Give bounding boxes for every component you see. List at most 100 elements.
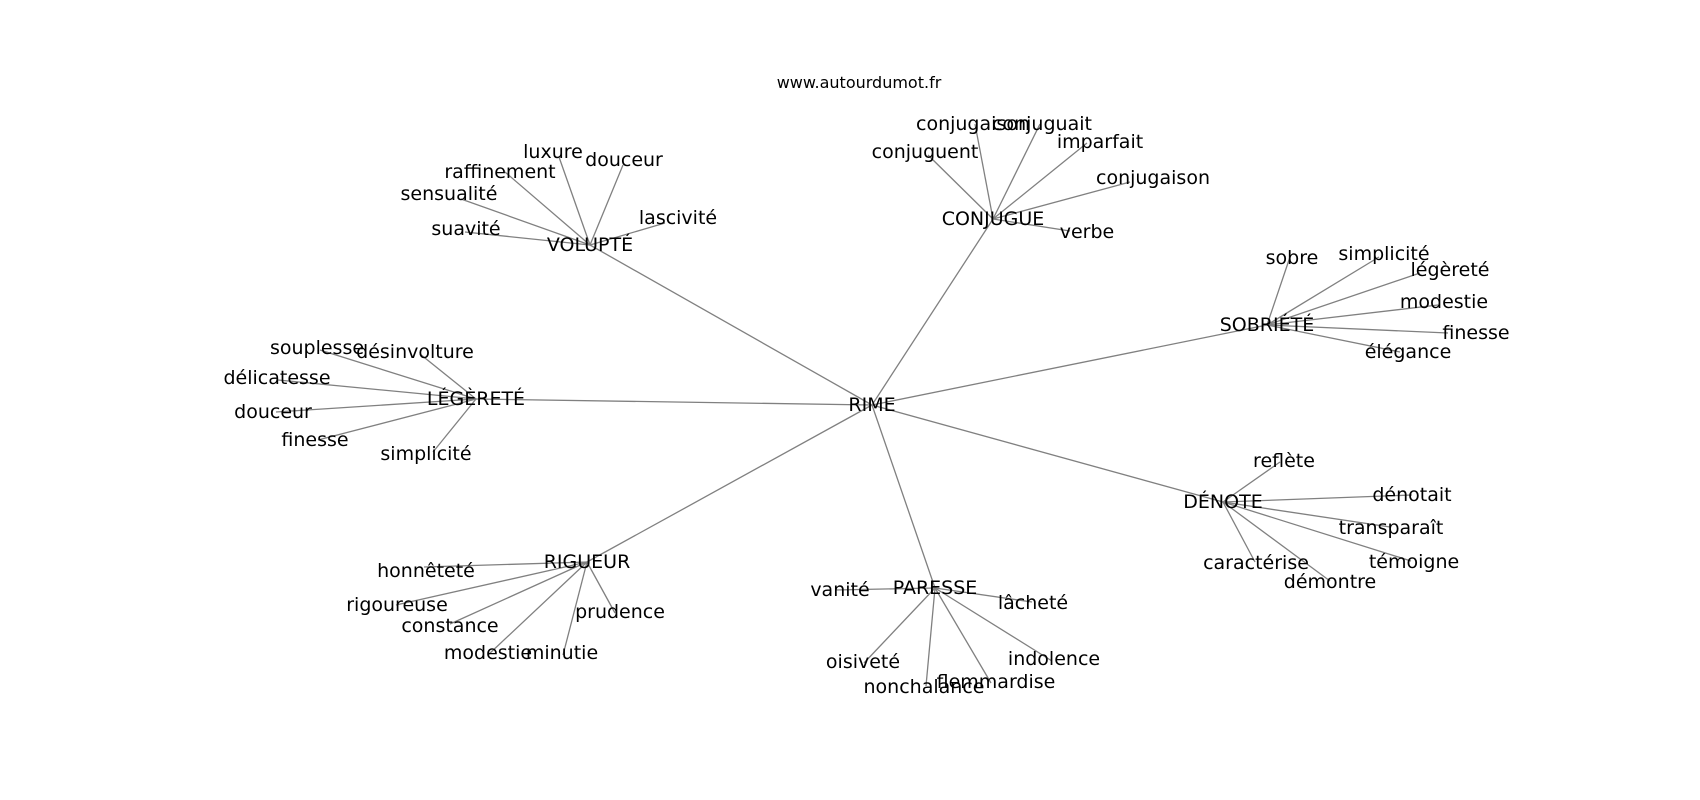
word-node-caracterise: caractérise bbox=[1203, 552, 1309, 574]
word-node-simplicite: simplicité bbox=[1338, 243, 1429, 265]
edge-conjugue-conjugaison bbox=[974, 123, 994, 220]
edge-denote-temoigne bbox=[1222, 501, 1412, 562]
hub-node-legerete: LÉGÈRETÉ bbox=[427, 387, 525, 410]
word-node-finesse: finesse bbox=[281, 429, 348, 451]
edge-volupte-sensualite bbox=[460, 198, 591, 246]
word-node-delicatesse: délicatesse bbox=[223, 367, 330, 389]
word-node-modestie: modestie bbox=[444, 642, 532, 664]
edge-root-rigueur bbox=[586, 404, 873, 563]
word-node-minutie: minutie bbox=[526, 642, 598, 664]
word-node-finesse: finesse bbox=[1442, 322, 1509, 344]
edge-paresse-nonchalance bbox=[925, 587, 936, 687]
edge-volupte-raffinement bbox=[504, 171, 591, 246]
edge-legerete-delicatesse bbox=[277, 379, 477, 400]
word-node-flemmardise: flemmardise bbox=[937, 671, 1056, 693]
word-node-transparait: transparaît bbox=[1339, 517, 1444, 539]
word-node-constance: constance bbox=[401, 615, 498, 637]
word-node-temoigne: témoigne bbox=[1369, 551, 1459, 573]
word-node-lascivite: lascivité bbox=[639, 207, 717, 229]
edge-root-conjugue bbox=[871, 218, 994, 406]
word-node-rigoureuse: rigoureuse bbox=[346, 594, 448, 616]
edge-legerete-simplicite bbox=[432, 398, 477, 453]
word-node-desinvolture: désinvolture bbox=[356, 341, 474, 363]
hub-node-volupte: VOLUPTÉ bbox=[547, 233, 633, 256]
edge-paresse-flemmardise bbox=[934, 587, 992, 684]
edge-conjugue-verbe bbox=[992, 218, 1071, 232]
edge-conjugue-conjuguent bbox=[927, 154, 994, 220]
word-node-prudence: prudence bbox=[575, 601, 665, 623]
word-node-demontre: démontre bbox=[1284, 571, 1376, 593]
word-node-sensualite: sensualité bbox=[401, 183, 498, 205]
word-node-denotait: dénotait bbox=[1372, 484, 1451, 506]
word-node-sobre: sobre bbox=[1266, 247, 1319, 269]
edge-conjugue-conjuguait bbox=[992, 123, 1041, 220]
hub-node-paresse: PARESSE bbox=[893, 577, 978, 599]
edge-layer bbox=[275, 123, 1449, 687]
edge-sobriete-legerete bbox=[1266, 272, 1421, 326]
edge-legerete-finesse bbox=[317, 398, 477, 441]
word-node-conjugaison: conjugaison bbox=[1096, 167, 1210, 189]
edge-denote-denotait bbox=[1222, 494, 1413, 503]
word-node-oisivete: oisiveté bbox=[826, 651, 900, 673]
edge-paresse-lachete bbox=[934, 587, 1033, 603]
word-node-nonchalance: nonchalance bbox=[864, 676, 985, 698]
edge-root-legerete bbox=[475, 398, 873, 406]
edge-paresse-oisivete bbox=[863, 587, 936, 664]
word-node-luxure: luxure bbox=[523, 141, 583, 163]
word-node-imparfait: imparfait bbox=[1057, 131, 1143, 153]
word-node-honnetete: honnêteté bbox=[377, 560, 475, 582]
word-node-legerete: légèreté bbox=[1411, 259, 1490, 281]
edge-denote-caracterise bbox=[1222, 501, 1256, 563]
edge-sobriete-elegance bbox=[1266, 324, 1401, 353]
word-node-conjuguent: conjuguent bbox=[872, 141, 979, 163]
edge-paresse-indolence bbox=[934, 587, 1053, 662]
edge-rigueur-prudence bbox=[586, 561, 616, 614]
edge-rigueur-rigoureuse bbox=[395, 561, 588, 606]
edge-rigueur-modestie bbox=[487, 561, 588, 656]
word-node-douceur: douceur bbox=[585, 149, 663, 171]
edge-conjugue-imparfait bbox=[992, 142, 1088, 220]
edge-denote-reflete bbox=[1222, 461, 1281, 503]
edge-conjugue-conjugaison bbox=[992, 181, 1131, 220]
root-node: RIME bbox=[848, 394, 895, 416]
edge-root-sobriete bbox=[871, 324, 1268, 406]
edge-denote-transparait bbox=[1222, 501, 1391, 528]
edge-paresse-vanite bbox=[835, 587, 936, 591]
word-node-raffinement: raffinement bbox=[444, 161, 555, 183]
edge-volupte-lascivite bbox=[589, 222, 666, 246]
word-node-souplesse: souplesse bbox=[270, 337, 364, 359]
edge-sobriete-finesse bbox=[1266, 324, 1449, 334]
word-node-modestie: modestie bbox=[1400, 291, 1488, 313]
word-node-indolence: indolence bbox=[1008, 648, 1100, 670]
edge-legerete-douceur bbox=[275, 398, 477, 413]
edge-rigueur-minutie bbox=[562, 561, 588, 656]
edge-root-paresse bbox=[871, 404, 936, 589]
word-node-douceur: douceur bbox=[234, 401, 312, 423]
hub-node-sobriete: SOBRIÉTÉ bbox=[1220, 313, 1314, 336]
edge-root-volupte bbox=[589, 244, 873, 406]
edge-volupte-douceur bbox=[589, 164, 624, 246]
edge-volupte-luxure bbox=[558, 156, 591, 246]
hub-node-denote: DÉNOTE bbox=[1183, 490, 1262, 513]
word-node-simplicite: simplicité bbox=[380, 443, 471, 465]
edge-volupte-suavite bbox=[464, 231, 591, 246]
word-node-elegance: élégance bbox=[1365, 341, 1452, 363]
watermark-text: www.autourdumot.fr bbox=[777, 73, 942, 92]
word-node-suavite: suavité bbox=[431, 218, 500, 240]
edge-denote-demontre bbox=[1222, 501, 1331, 582]
edge-rigueur-constance bbox=[449, 561, 588, 625]
word-node-conjugaison: conjugaison bbox=[916, 113, 1030, 135]
edge-root-denote bbox=[871, 404, 1224, 503]
word-node-vanite: vanité bbox=[810, 579, 869, 601]
edge-legerete-souplesse bbox=[319, 349, 477, 400]
word-node-reflete: reflète bbox=[1253, 450, 1315, 472]
word-node-lachete: lâcheté bbox=[998, 592, 1068, 614]
word-node-verbe: verbe bbox=[1060, 221, 1115, 243]
edge-sobriete-simplicite bbox=[1266, 256, 1380, 326]
hub-node-rigueur: RIGUEUR bbox=[544, 551, 631, 573]
edge-rigueur-honnetete bbox=[423, 561, 588, 568]
edge-sobriete-modestie bbox=[1266, 304, 1439, 326]
word-node-conjuguait: conjuguait bbox=[992, 113, 1092, 135]
